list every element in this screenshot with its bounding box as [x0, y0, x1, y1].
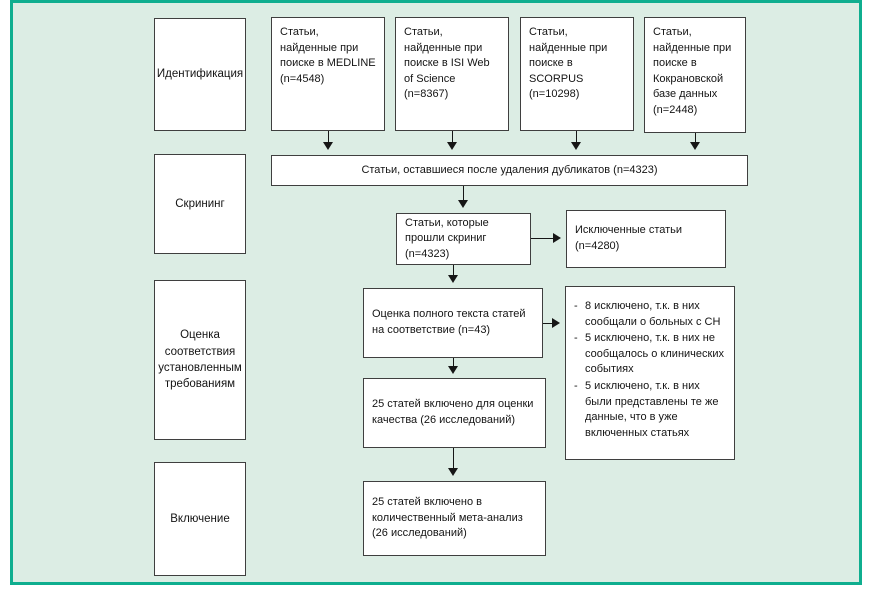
arrow-dedup-to-screened: [458, 186, 469, 208]
bullet-dash: -: [574, 332, 578, 345]
box-scorpus-search: Статьи, найденные при поиске в SCORPUS (…: [520, 17, 634, 131]
exclusion-reason-item: - 5 исключено, т.к. в них были представл…: [574, 379, 726, 441]
box-cochrane-search: Статьи, найденные при поиске в Кокрановс…: [644, 17, 746, 133]
stage-label-identification: Идентификация: [154, 18, 246, 131]
box-fulltext-assessment: Оценка полного текста статей на соответс…: [363, 288, 543, 358]
stage-label-text: Включение: [170, 512, 230, 525]
box-medline-search: Статьи, найденные при поиске в MEDLINE (…: [271, 17, 385, 131]
box-text: Исключенные статьи (n=4280): [575, 224, 683, 252]
box-text: Статьи, найденные при поиске в MEDLINE (…: [280, 26, 376, 85]
box-passed-screening: Статьи, которые прошли скриниг (n=4323): [396, 213, 531, 265]
box-after-duplicates-removed: Статьи, оставшиеся после удаления дублик…: [271, 155, 748, 186]
arrow-fulltext-to-quality: [448, 358, 459, 374]
arrow-screened-to-fulltext: [448, 265, 459, 283]
stage-label-eligibility: Оценка соответствия установленным требов…: [154, 280, 246, 440]
exclusion-reason-item: - 5 исключено, т.к. в них не сообщалось …: [574, 331, 726, 378]
arrow-cochrane-to-dedup: [690, 133, 701, 150]
box-text: Статьи, оставшиеся после удаления дублик…: [361, 163, 658, 176]
reason-text: 5 исключено, т.к. в них не сообщалось о …: [585, 332, 724, 376]
box-text: Статьи, найденные при поиске в ISI Web o…: [404, 26, 490, 101]
stage-label-text: Идентификация: [156, 68, 244, 81]
box-text: 25 статей включено для оценки качества (…: [372, 398, 534, 426]
arrow-quality-to-meta: [448, 448, 459, 476]
box-text: 25 статей включено в количественный мета…: [372, 496, 523, 540]
stage-label-text: Скрининг: [175, 197, 225, 210]
bullet-dash: -: [574, 380, 578, 393]
arrow-fulltext-to-reasons: [543, 318, 560, 329]
box-included-for-quality: 25 статей включено для оценки качества (…: [363, 378, 546, 448]
box-included-in-meta-analysis: 25 статей включено в количественный мета…: [363, 481, 546, 556]
arrow-isi-to-dedup: [447, 131, 458, 150]
arrow-scorpus-to-dedup: [571, 131, 582, 150]
box-excluded-articles: Исключенные статьи (n=4280): [566, 210, 726, 268]
box-exclusion-reasons: - 8 исключено, т.к. в них сообщали о бол…: [565, 286, 735, 460]
box-text: Статьи, которые прошли скриниг (n=4323): [405, 216, 489, 260]
box-text: Статьи, найденные при поиске в SCORPUS (…: [529, 26, 608, 101]
arrow-screened-to-excluded: [531, 233, 561, 244]
stage-label-inclusion: Включение: [154, 462, 246, 576]
arrow-medline-to-dedup: [323, 131, 334, 150]
box-text: Оценка полного текста статей на соответс…: [372, 308, 526, 336]
bullet-dash: -: [574, 300, 578, 312]
reason-text: 8 исключено, т.к. в них сообщали о больн…: [585, 300, 721, 328]
flow-diagram-panel: Идентификация Скрининг Оценка соответств…: [10, 0, 862, 585]
stage-label-text: Оценка соответствия установленным требов…: [158, 329, 242, 391]
reason-text: 5 исключено, т.к. в них были представлен…: [585, 380, 719, 439]
box-text: Статьи, найденные при поиске в Кокрановс…: [653, 26, 732, 117]
box-isi-web-of-science-search: Статьи, найденные при поиске в ISI Web o…: [395, 17, 509, 131]
exclusion-reason-item: - 8 исключено, т.к. в них сообщали о бол…: [574, 299, 726, 330]
stage-label-screening: Скрининг: [154, 154, 246, 254]
